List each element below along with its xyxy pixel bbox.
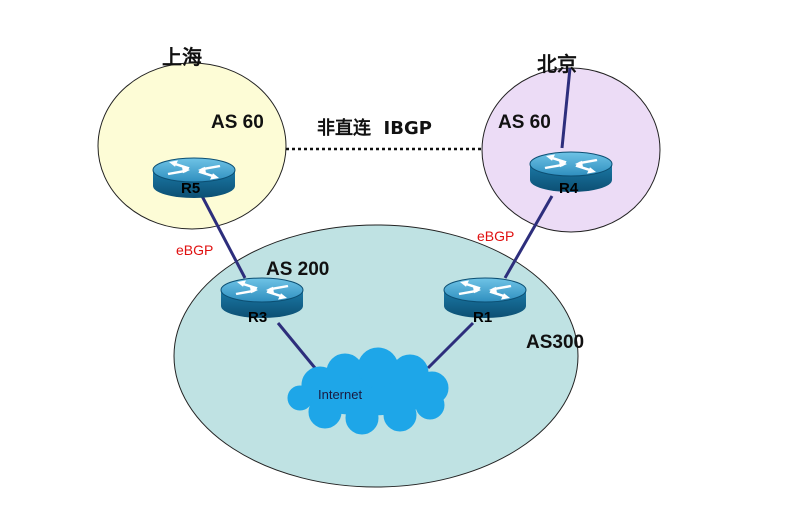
beijing-region (481, 67, 661, 233)
shanghai-as-label: AS 60 (211, 112, 264, 133)
link-r4-r1 (503, 195, 554, 279)
router-r5 (152, 157, 236, 198)
router-r5-label: R5 (181, 180, 200, 197)
link-r5-r3 (200, 195, 247, 279)
ibgp-label: 非直连 IBGP (317, 117, 432, 139)
link-r3-internet (276, 322, 317, 369)
router-r4 (529, 151, 613, 192)
ebgp-left-label: eBGP (176, 242, 213, 258)
internet-cloud: Internet (287, 347, 449, 435)
router-r3 (220, 277, 304, 318)
router-r3-label: R3 (248, 309, 267, 326)
shanghai-region (97, 62, 287, 230)
router-r1 (443, 277, 527, 318)
link-r4-uplink (560, 67, 572, 149)
beijing-label: 北京 (537, 52, 577, 76)
ebgp-right-label: eBGP (477, 228, 514, 244)
link-r1-internet (426, 321, 475, 370)
internet-label: Internet (318, 387, 362, 402)
router-r4-label: R4 (559, 180, 579, 197)
beijing-as-label: AS 60 (498, 112, 551, 133)
router-r1-label: R1 (473, 309, 492, 326)
shanghai-label: 上海 (162, 45, 202, 69)
as200-label: AS 200 (266, 259, 329, 280)
as300-label: AS300 (526, 332, 584, 353)
